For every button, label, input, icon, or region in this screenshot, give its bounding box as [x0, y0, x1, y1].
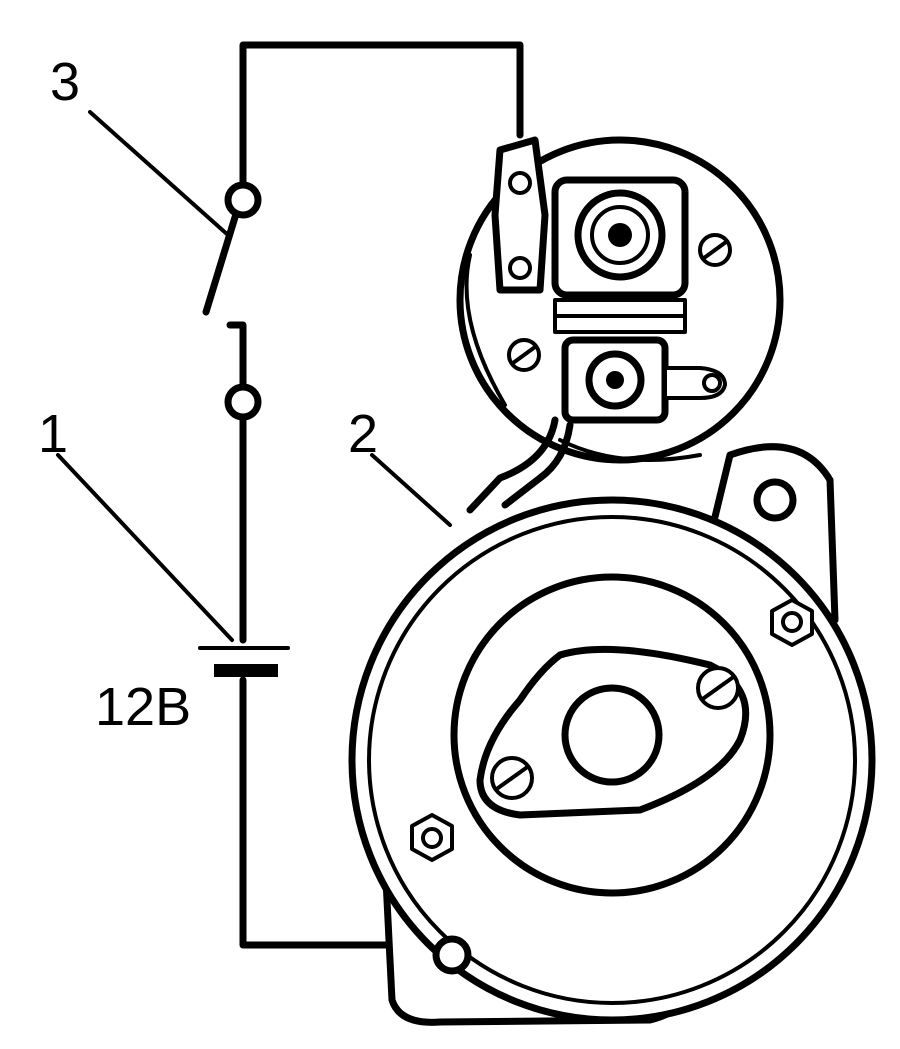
leader-2 [370, 453, 452, 527]
motor-housing-rim [367, 515, 857, 1005]
ground-wire [239, 676, 394, 949]
label-switch: 3 [50, 52, 80, 112]
solenoid-screw-right [698, 233, 732, 267]
leader-1 [56, 453, 234, 642]
leader-3 [88, 110, 230, 237]
battery-symbol [198, 646, 290, 677]
lower-terminal-tab-hole [702, 373, 722, 393]
flange-bolt-bottom [432, 935, 472, 975]
switch-upper-terminal [224, 181, 262, 219]
motor-lead-right [501, 421, 574, 509]
plate-screw-left [490, 756, 534, 800]
label-starter: 2 [348, 404, 378, 464]
callout-labels: 3 1 2 12B [38, 52, 378, 737]
battery-negative-plate [214, 664, 278, 677]
starter-motor [348, 136, 876, 1026]
label-battery: 1 [38, 404, 68, 464]
solenoid-screw-left [507, 338, 541, 372]
lower-terminal-stud [606, 371, 624, 389]
strap-screw-upper [508, 171, 532, 195]
switch-blade [202, 210, 240, 316]
hex-nut-left [410, 813, 454, 862]
strap-screw-lower [508, 256, 532, 280]
flange-bolt-top [753, 478, 797, 522]
solenoid-inner-arc [464, 253, 507, 407]
end-cover [450, 573, 774, 897]
solenoid-lower-arc [558, 438, 702, 462]
switch-lower-lead [226, 321, 247, 394]
circuit-wiring [226, 41, 524, 949]
callout-leaders [56, 110, 452, 642]
hex-nut-right [770, 598, 814, 647]
top-wire [239, 41, 524, 189]
label-battery-voltage: 12B [95, 677, 191, 737]
ignition-switch [202, 181, 262, 421]
plate-screw-right [696, 666, 740, 710]
terminal-strap [491, 136, 549, 294]
shaft-bushing [561, 684, 663, 786]
solenoid [456, 136, 784, 514]
motor-lead-left [466, 416, 559, 514]
switch-lower-terminal [224, 383, 262, 421]
main-terminal-stud [608, 223, 632, 247]
